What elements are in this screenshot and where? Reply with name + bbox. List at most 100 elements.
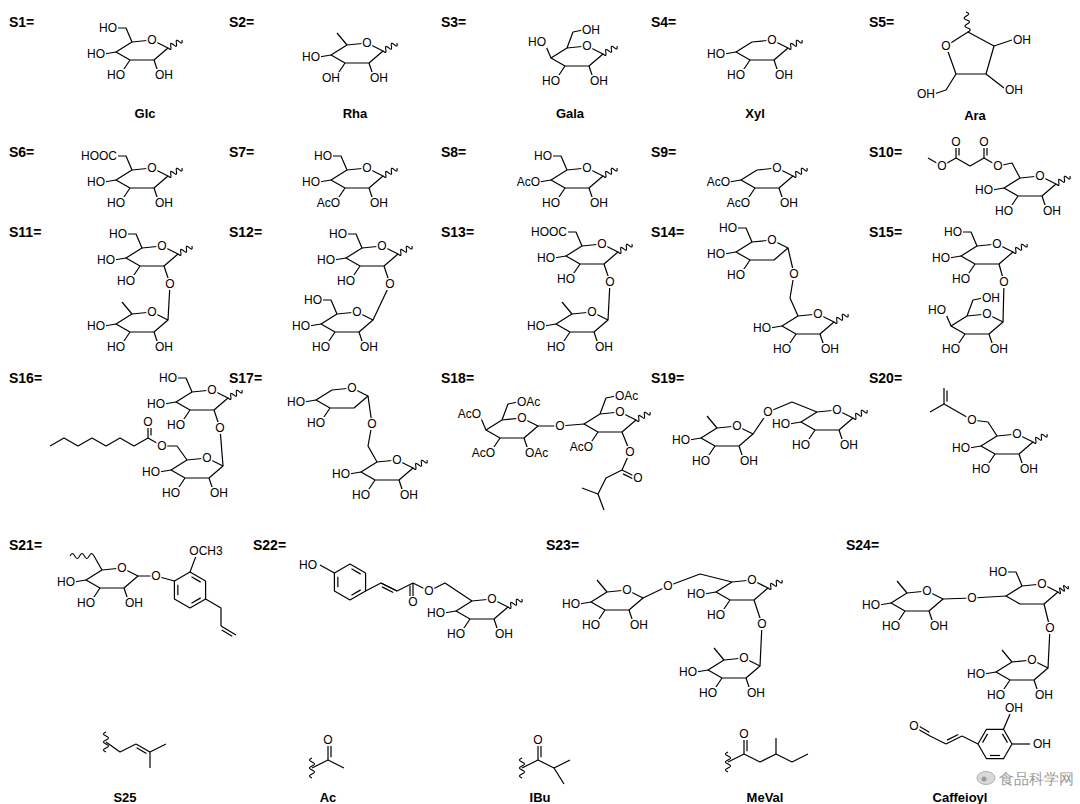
atom-label: O <box>756 618 767 630</box>
atom-label: HO <box>286 396 306 408</box>
atom-label: HO <box>301 176 321 188</box>
structure-number: S18= <box>440 371 475 385</box>
atom-label: OH <box>981 292 1001 304</box>
bond-line <box>316 388 368 408</box>
atom-label: HO <box>772 343 792 355</box>
structure-number: S19= <box>650 371 685 385</box>
atom-label: HO <box>726 69 746 81</box>
bond-line <box>591 590 643 610</box>
atom-label: HOOC <box>80 150 118 162</box>
atom-label: OH <box>581 24 601 36</box>
atom-label: HO <box>726 269 746 281</box>
atom-label: HO <box>541 197 561 209</box>
wavy-bond <box>520 758 525 778</box>
atom-label: OH <box>774 69 794 81</box>
atom-label: O <box>1026 654 1037 666</box>
atom-label: O <box>621 584 632 596</box>
atom-label: O <box>142 416 153 428</box>
atom-label: HO <box>166 419 186 431</box>
atom-label: HO <box>303 294 323 306</box>
atom-label: OH <box>494 628 514 640</box>
atom-label: O <box>978 136 989 148</box>
atom-label: HO <box>971 463 991 475</box>
structure-number: S14= <box>650 225 685 239</box>
atom-label: O <box>532 734 543 746</box>
bond-line <box>930 736 946 744</box>
atom-label: O <box>586 306 597 318</box>
double-bond-line <box>947 735 958 741</box>
bond-line <box>951 314 1003 334</box>
watermark-logo-eye <box>982 777 987 782</box>
bond-line <box>174 572 205 608</box>
bond-line <box>981 434 1033 454</box>
atom-label: HO <box>706 48 726 60</box>
bond-line <box>522 760 570 768</box>
atom-label: HO <box>951 273 971 285</box>
atom-label: O <box>581 40 592 52</box>
atom-label: O <box>921 585 932 597</box>
atom-label: O <box>116 562 127 574</box>
atom-label: O <box>376 240 387 252</box>
wavy-bond <box>1013 244 1027 253</box>
atom-label: O <box>771 162 782 174</box>
bond-line <box>928 158 1020 178</box>
atom-label: OAc <box>524 447 549 459</box>
atom-label: HO <box>974 184 994 196</box>
wavy-bond <box>603 168 617 177</box>
bond-line <box>337 33 347 45</box>
atom-label: HO <box>861 599 881 611</box>
structure-number: S12= <box>228 225 263 239</box>
atom-label: OAc <box>614 390 639 402</box>
atom-label: HO <box>106 197 126 209</box>
atom-label: HO <box>986 689 1006 701</box>
bond-line <box>456 599 508 619</box>
atom-label: HO <box>446 628 466 640</box>
atom-label: O <box>614 406 625 418</box>
bond-line <box>556 312 608 332</box>
double-bond-line <box>946 390 947 401</box>
atom-label: OH <box>929 620 949 632</box>
bond-line <box>961 232 977 246</box>
atom-label: HO <box>966 668 986 680</box>
bond-line <box>122 302 132 314</box>
structure-number: S1= <box>8 15 35 29</box>
atom-label: OH <box>1032 738 1052 750</box>
bond-line <box>116 168 168 188</box>
wavy-bond <box>1058 586 1068 594</box>
bond-line <box>736 240 788 260</box>
bond-line <box>943 388 944 404</box>
atom-label: O <box>156 440 167 452</box>
atom-label: O <box>738 652 749 664</box>
bond-line <box>897 581 907 593</box>
group-name: Xyl <box>744 107 766 120</box>
atom-label: HO <box>141 466 161 478</box>
atom-label: HO <box>96 254 116 266</box>
atom-label: O <box>596 238 607 250</box>
bond-line <box>728 754 808 762</box>
bond-line <box>562 302 572 314</box>
bond-line <box>106 742 136 752</box>
atom-label: HO <box>161 487 181 499</box>
atom-label: HO <box>298 559 318 571</box>
structure-number: S20= <box>868 371 903 385</box>
atom-label: O <box>766 234 777 246</box>
atom-label: O <box>146 34 157 46</box>
bond-line <box>366 583 472 601</box>
bond-line <box>321 300 337 314</box>
bond-line <box>551 46 603 66</box>
watermark-logo <box>977 772 995 785</box>
atom-label: O <box>366 418 377 430</box>
group-name: Gala <box>555 107 585 120</box>
atom-label: OH <box>1012 34 1032 46</box>
atom-label: AcO <box>457 408 482 420</box>
bond-line <box>1003 282 1004 322</box>
bond-line <box>736 40 788 60</box>
group-name: Ac <box>319 791 338 804</box>
atom-label: AcO <box>516 176 541 188</box>
atom-label: HOOC <box>530 226 568 238</box>
atom-label: HO <box>691 455 711 467</box>
bond-line <box>994 40 1012 46</box>
atom-label: OH <box>916 88 936 100</box>
atom-label: OH <box>839 439 859 451</box>
atom-label: HO <box>313 150 333 162</box>
